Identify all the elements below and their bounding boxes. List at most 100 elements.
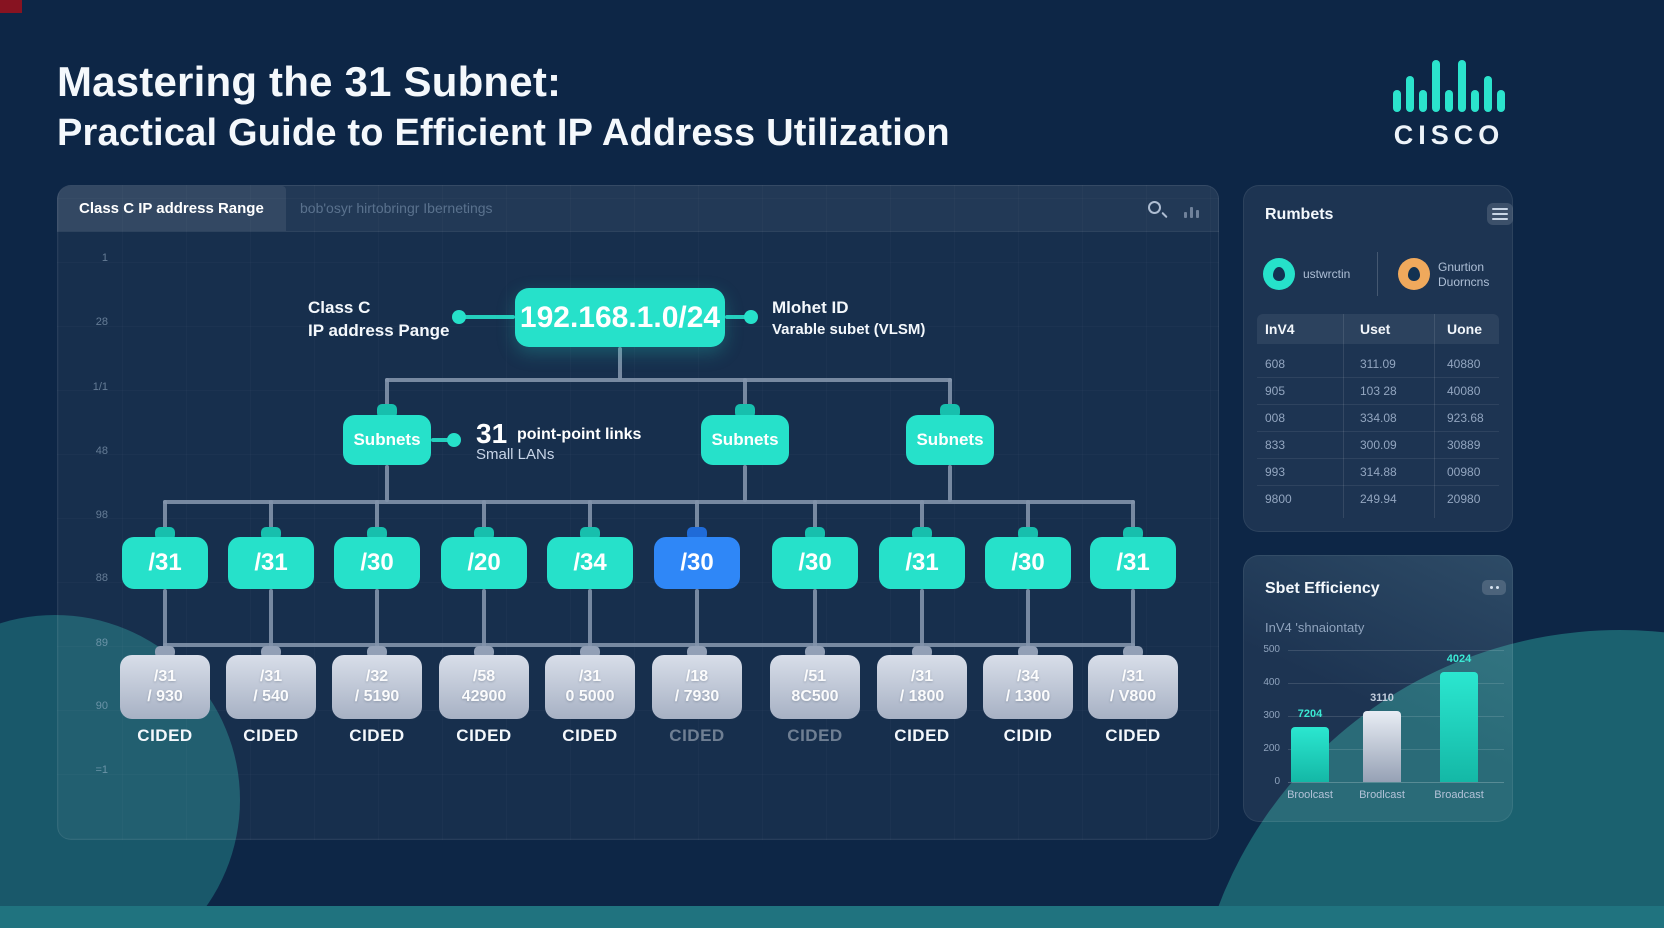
detail-box: /32 / 5190	[332, 655, 422, 719]
chart-gridline	[1288, 683, 1504, 684]
stats-icon[interactable]	[1184, 205, 1204, 218]
connector-nub	[912, 527, 932, 540]
detail-box: /31 / 540	[226, 655, 316, 719]
table-cell: 40080	[1447, 384, 1481, 398]
connector	[920, 589, 924, 649]
table-header-row	[1257, 314, 1499, 344]
root-right-label-line2: Varable subet (VLSM)	[772, 320, 926, 338]
cidr-box: /30	[985, 537, 1071, 589]
detail-line1: /31	[153, 668, 177, 685]
y-tick-label: 300	[1263, 710, 1280, 721]
legend-dot-teal	[1263, 258, 1295, 290]
connector	[163, 500, 1135, 504]
detail-line1: /51	[803, 668, 827, 685]
table-header: Uset	[1360, 321, 1391, 337]
y-tick-label: 500	[1263, 644, 1280, 655]
more-options-icon[interactable]	[1482, 580, 1506, 595]
table-cell: 20980	[1447, 492, 1481, 506]
bar-value-label: 4024	[1446, 653, 1472, 665]
search-icon[interactable]	[1148, 201, 1168, 221]
connector-nub	[1018, 527, 1038, 540]
detail-line1: /31	[1121, 668, 1145, 685]
legend-dot-orange	[1398, 258, 1430, 290]
connector	[813, 500, 817, 530]
connector-nub	[474, 527, 494, 540]
connector-nub	[377, 404, 397, 418]
connector	[743, 378, 747, 408]
connector	[431, 438, 451, 442]
x-axis-label: Brodlcast	[1359, 789, 1405, 801]
root-right-label: Mlohet ID Varable subet (VLSM)	[772, 297, 925, 340]
annotation-text: point-point links	[517, 426, 642, 443]
cidr-caption: CIDED	[562, 726, 618, 745]
detail-line2: / 930	[147, 688, 183, 705]
detail-line1: /31	[578, 668, 602, 685]
detail-box: /58 42900	[439, 655, 529, 719]
detail-line1: /31	[259, 668, 283, 685]
connector	[588, 589, 592, 649]
chart-gridline	[1288, 782, 1504, 783]
corner-red-mark	[0, 0, 22, 13]
numbers-panel	[1243, 185, 1513, 532]
detail-line2: / 5190	[354, 688, 400, 705]
y-tick-label: 0	[1274, 776, 1280, 787]
page-title: Mastering the 31 Subnet:	[57, 58, 562, 105]
table-column-divider	[1434, 314, 1435, 518]
connector	[1131, 589, 1135, 649]
cidr-box: /30	[772, 537, 858, 589]
table-cell: 311.09	[1360, 357, 1396, 371]
cidr-caption: CIDED	[669, 726, 725, 745]
connector	[385, 465, 389, 502]
connector	[163, 500, 167, 530]
menu-icon[interactable]	[1487, 203, 1513, 225]
connector-nub	[940, 404, 960, 418]
detail-box: /34 / 1300	[983, 655, 1073, 719]
connector	[1026, 500, 1030, 530]
decor-bottom-band	[0, 906, 1664, 928]
connector-nub	[805, 527, 825, 540]
connector-dot	[744, 310, 758, 324]
x-axis-label: Broolcast	[1287, 789, 1333, 801]
axis-label: 28	[95, 316, 108, 328]
connector	[1026, 589, 1030, 649]
connector	[948, 378, 952, 408]
subnet-box: Subnets	[701, 415, 789, 465]
cisco-bars-icon	[1378, 56, 1520, 112]
root-left-label-line1: Class C	[308, 298, 371, 317]
cidr-box: /34	[547, 537, 633, 589]
detail-line1: /34	[1016, 668, 1040, 685]
connector	[1131, 500, 1135, 530]
annotation-subtext: Small LANs	[476, 446, 555, 463]
chart-bar	[1440, 672, 1478, 782]
y-tick-label: 400	[1263, 677, 1280, 688]
connector	[482, 500, 486, 530]
connector-dot	[447, 433, 461, 447]
cidr-caption: CIDED	[787, 726, 843, 745]
root-node: 192.168.1.0/24	[515, 288, 725, 347]
detail-box: /18 / 7930	[652, 655, 742, 719]
bell-icon	[1408, 267, 1420, 281]
cidr-box: /31	[879, 537, 965, 589]
connector	[385, 378, 389, 408]
table-row-divider	[1257, 431, 1499, 432]
connector	[743, 465, 747, 502]
table-cell: 249.94	[1360, 492, 1397, 506]
detail-box: /51 8C500	[770, 655, 860, 719]
table-cell: 993	[1265, 465, 1286, 479]
cidr-caption: CIDED	[456, 726, 512, 745]
table-cell: 334.08	[1360, 411, 1397, 425]
numbers-panel-title: Rumbets	[1265, 206, 1334, 223]
detail-line2: / V800	[1109, 688, 1157, 705]
chart-subtitle: InV4 'shnaiontaty	[1265, 620, 1365, 635]
table-row-divider	[1257, 377, 1499, 378]
axis-label: 89	[95, 637, 108, 649]
tab-class-c-range[interactable]: Class C IP address Range	[57, 186, 286, 231]
detail-line1: /58	[472, 668, 496, 685]
table-cell: 923.68	[1447, 411, 1484, 425]
connector	[375, 500, 379, 530]
table-cell: 314.88	[1360, 465, 1397, 479]
connector	[482, 589, 486, 649]
cidr-box: /31	[1090, 537, 1176, 589]
legend-label: ustwrctin	[1303, 267, 1351, 281]
